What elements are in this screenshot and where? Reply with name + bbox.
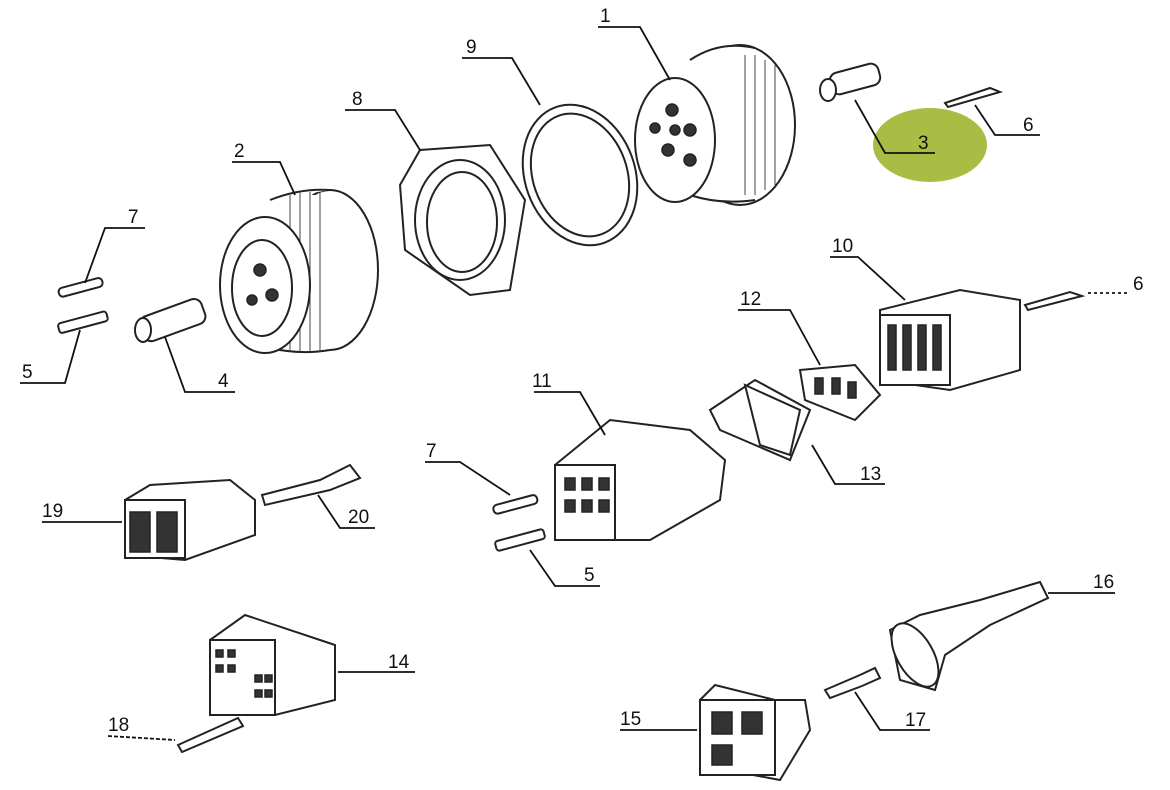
label-9: 9	[466, 37, 477, 58]
part-11-connector[interactable]	[554, 418, 727, 541]
label-3: 3	[918, 133, 929, 154]
label-7: 7	[128, 207, 139, 228]
part-5-pin[interactable]	[494, 528, 546, 552]
part-7-pin[interactable]	[492, 494, 539, 515]
part-6-pin[interactable]	[1023, 290, 1086, 312]
leader-lines	[20, 26, 1130, 741]
part-6-pin[interactable]	[943, 86, 1004, 109]
label-18: 18	[108, 715, 129, 736]
part-labels: 1 9 8 2 7 5 4 3 6 10 6 12 11 13 7 19 20 …	[22, 6, 1144, 736]
part-9-ring[interactable]	[504, 89, 657, 262]
part-13-seal[interactable]	[708, 378, 812, 462]
label-8: 8	[352, 89, 363, 110]
highlight-part-3[interactable]	[873, 108, 987, 182]
part-17-terminal[interactable]	[823, 666, 882, 700]
part-20-terminal[interactable]	[260, 463, 362, 507]
label-7: 7	[426, 441, 437, 462]
label-19: 19	[42, 501, 63, 522]
label-20: 20	[348, 507, 369, 528]
label-14: 14	[388, 652, 410, 673]
part-3-sleeve[interactable]	[819, 62, 882, 102]
part-2-plug[interactable]	[219, 188, 379, 354]
label-1: 1	[600, 6, 611, 27]
part-5-pin[interactable]	[57, 310, 109, 334]
label-5: 5	[584, 565, 595, 586]
label-4: 4	[218, 371, 229, 392]
label-15: 15	[620, 709, 641, 730]
part-16-boot[interactable]	[882, 580, 1050, 694]
label-12: 12	[740, 289, 761, 310]
label-2: 2	[234, 141, 245, 162]
part-12-wedge[interactable]	[798, 363, 882, 422]
label-11: 11	[532, 371, 552, 392]
label-16: 16	[1093, 572, 1114, 593]
part-7-pin[interactable]	[57, 277, 104, 298]
label-6: 6	[1023, 115, 1034, 136]
part-18-terminal[interactable]	[176, 716, 245, 754]
label-13: 13	[860, 464, 881, 485]
part-8-hex-nut[interactable]	[398, 143, 527, 297]
label-5: 5	[22, 362, 33, 383]
part-14-housing[interactable]	[209, 613, 336, 717]
part-15-housing[interactable]	[699, 683, 812, 782]
part-19-housing[interactable]	[124, 478, 256, 562]
label-10: 10	[832, 236, 853, 257]
part-10-connector[interactable]	[879, 288, 1021, 392]
label-6: 6	[1133, 274, 1144, 295]
label-17: 17	[905, 710, 926, 731]
part-1-receptacle[interactable]	[634, 44, 796, 206]
part-4-sleeve[interactable]	[134, 297, 208, 344]
